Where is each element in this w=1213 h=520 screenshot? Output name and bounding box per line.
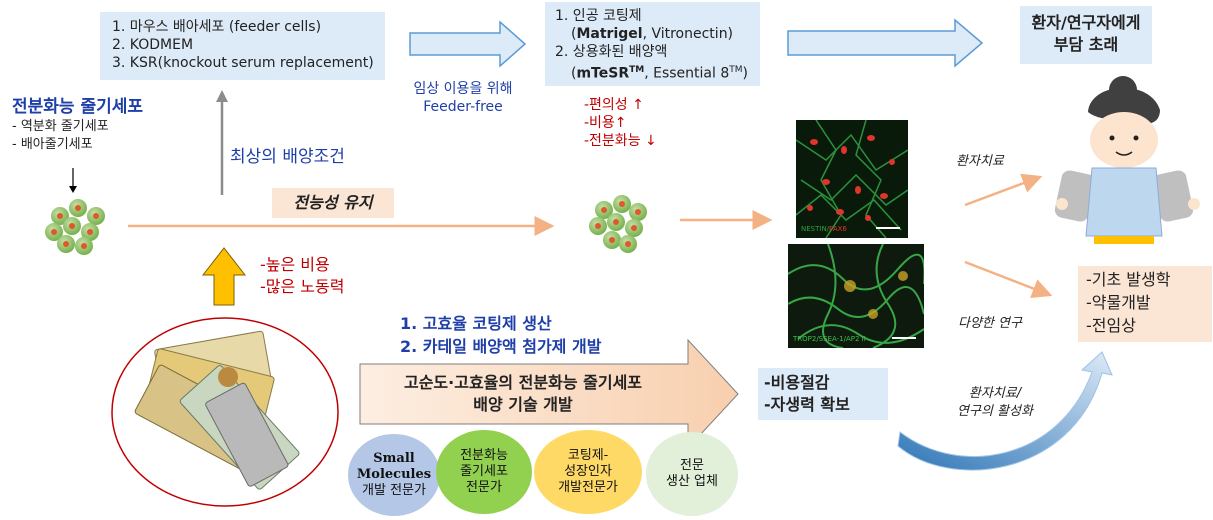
feeder-free-item: 1. 인공 코팅제 xyxy=(555,8,642,24)
outcomes-box: -비용절감 -자생력 확보 xyxy=(758,368,888,420)
feeder-item: 2. KODMEM xyxy=(112,37,194,53)
goal-item: 1. 고효율 코팅제 생산 xyxy=(400,314,552,333)
stem-cell-item: - 배아줄기세포 xyxy=(12,137,93,152)
money-icon xyxy=(134,330,300,490)
feeder-condition-box: 1. 마우스 배아세포 (feeder cells) 2. KODMEM 3. … xyxy=(100,12,385,80)
block-arrow-2 xyxy=(787,18,984,68)
cost-item: -높은 비용 xyxy=(260,255,330,274)
research-field: -기초 발생학 xyxy=(1086,270,1171,289)
micro-label-trop2: TROP2/SSEA-1/AP2 II xyxy=(793,335,866,343)
effects-list: -편의성 ↑ -비용↑ -전분화능 ↓ xyxy=(584,96,657,150)
effect-item: -전분화능 ↓ xyxy=(584,133,657,149)
research-arrow xyxy=(964,260,1053,298)
tech-arrow xyxy=(359,338,739,450)
feeder-item: 1. 마우스 배아세포 (feeder cells) xyxy=(112,19,322,35)
activation-curve xyxy=(897,351,1113,471)
burden-box: 환자/연구자에게 부담 초래 xyxy=(1020,6,1152,64)
feeder-free-detail: (mTeSRTM, Essential 8TM) xyxy=(571,65,748,82)
micro-label-nestin: NESTIN/PAX6 xyxy=(801,225,847,233)
microscopy-image-trop2: TROP2/SSEA-1/AP2 II xyxy=(788,244,924,348)
goals-list: 1. 고효율 코팅제 생산 2. 카테일 배양액 첨가제 개발 xyxy=(400,312,601,358)
burden-line: 부담 초래 xyxy=(1053,35,1119,54)
outcome-item: -비용절감 xyxy=(764,373,830,392)
stem-cell-cluster-2 xyxy=(589,195,647,253)
stem-cell-item: - 역분화 줄기세포 xyxy=(12,119,109,134)
research-field: -전임상 xyxy=(1086,316,1136,335)
person-illustration xyxy=(1054,76,1200,244)
outcome-item: -자생력 확보 xyxy=(764,395,850,414)
feeder-free-detail: (Matrigel, Vitronectin) xyxy=(571,26,734,42)
burden-line: 환자/연구자에게 xyxy=(1031,13,1141,32)
microscopy-image-nestin: NESTIN/PAX6 xyxy=(796,120,908,238)
yellow-up-arrow xyxy=(201,247,247,306)
effect-item: -비용↑ xyxy=(584,115,627,131)
best-condition-label: 최상의 배양조건 xyxy=(230,147,345,167)
feeder-free-box: 1. 인공 코팅제 (Matrigel, Vitronectin) 2. 상용화… xyxy=(545,2,760,86)
stem-cell-block: 전분화능 줄기세포 - 역분화 줄기세포 - 배아줄기세포 xyxy=(12,96,143,154)
patient-treatment-label: 환자치료 xyxy=(956,154,1004,169)
feeder-free-item: 2. 상용화된 배양액 xyxy=(555,44,668,60)
stem-cell-cluster-1 xyxy=(45,199,105,255)
treatment-arrow xyxy=(964,173,1043,207)
cost-item: -많은 노동력 xyxy=(260,277,345,296)
maintain-label: 전능성 유지 xyxy=(272,188,394,218)
stem-cell-title: 전분화능 줄기세포 xyxy=(12,97,144,117)
effect-item: -편의성 ↑ xyxy=(584,97,644,113)
feeder-item: 3. KSR(knockout serum replacement) xyxy=(112,55,374,71)
activation-label: 환자치료/ 연구의 활성화 xyxy=(957,386,1033,419)
cost-issues: -높은 비용 -많은 노동력 xyxy=(260,254,344,298)
clinical-label: 임상 이용을 위해 Feeder-free xyxy=(413,81,513,115)
various-research-label: 다양한 연구 xyxy=(958,316,1022,331)
block-arrow-1 xyxy=(409,20,527,68)
research-field: -약물개발 xyxy=(1086,293,1151,312)
tech-dev-label: 고순도·고효율의 전분화능 줄기세포 배양 기술 개발 xyxy=(403,373,643,414)
goal-item: 2. 카테일 배양액 첨가제 개발 xyxy=(400,337,602,356)
research-fields-box: -기초 발생학 -약물개발 -전임상 xyxy=(1078,266,1212,342)
